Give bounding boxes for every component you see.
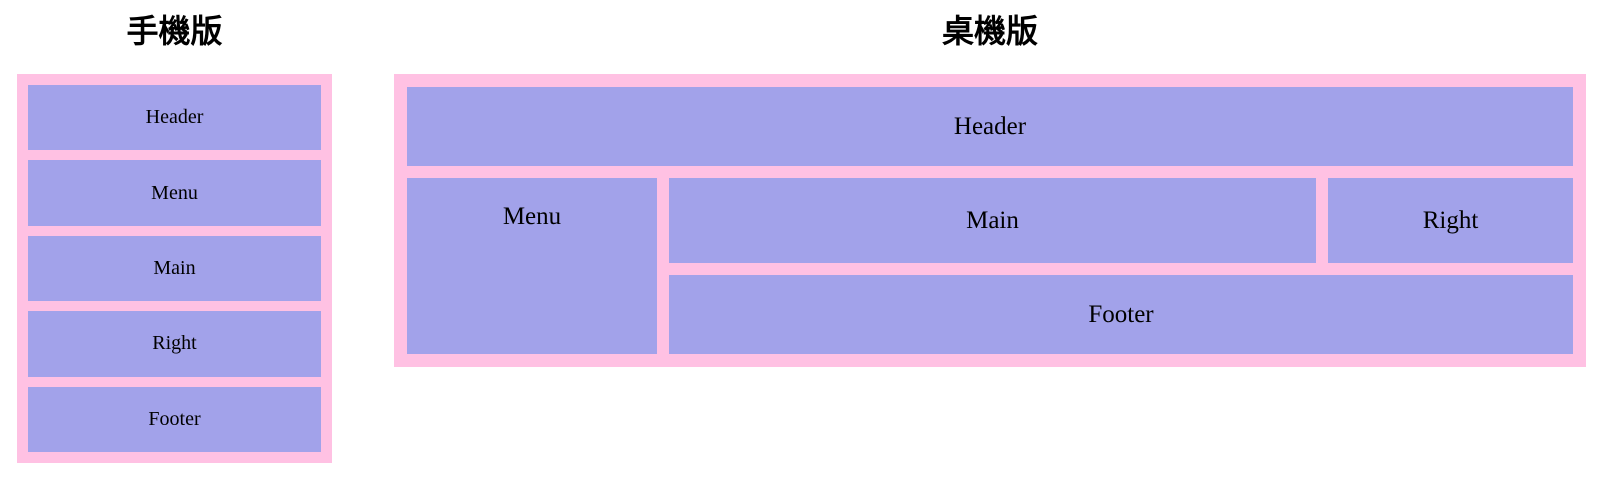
desktop-footer-box: Footer: [669, 275, 1573, 354]
mobile-version-title: 手機版: [126, 13, 223, 49]
desktop-main-box: Main: [669, 178, 1316, 263]
desktop-layout-frame: Header Menu Main Right Footer: [394, 74, 1586, 367]
mobile-footer-box: Footer: [28, 386, 321, 453]
desktop-version-title: 桌機版: [941, 13, 1038, 49]
desktop-right-box: Right: [1328, 178, 1573, 263]
mobile-layout-frame: Header Menu Main Right Footer: [17, 74, 332, 463]
mobile-menu-box: Menu: [28, 160, 321, 226]
desktop-header-box: Header: [407, 87, 1573, 166]
mobile-main-box: Main: [28, 235, 321, 302]
desktop-menu-box: Menu: [407, 178, 657, 354]
mobile-header-box: Header: [28, 85, 321, 151]
mobile-right-box: Right: [28, 311, 321, 377]
